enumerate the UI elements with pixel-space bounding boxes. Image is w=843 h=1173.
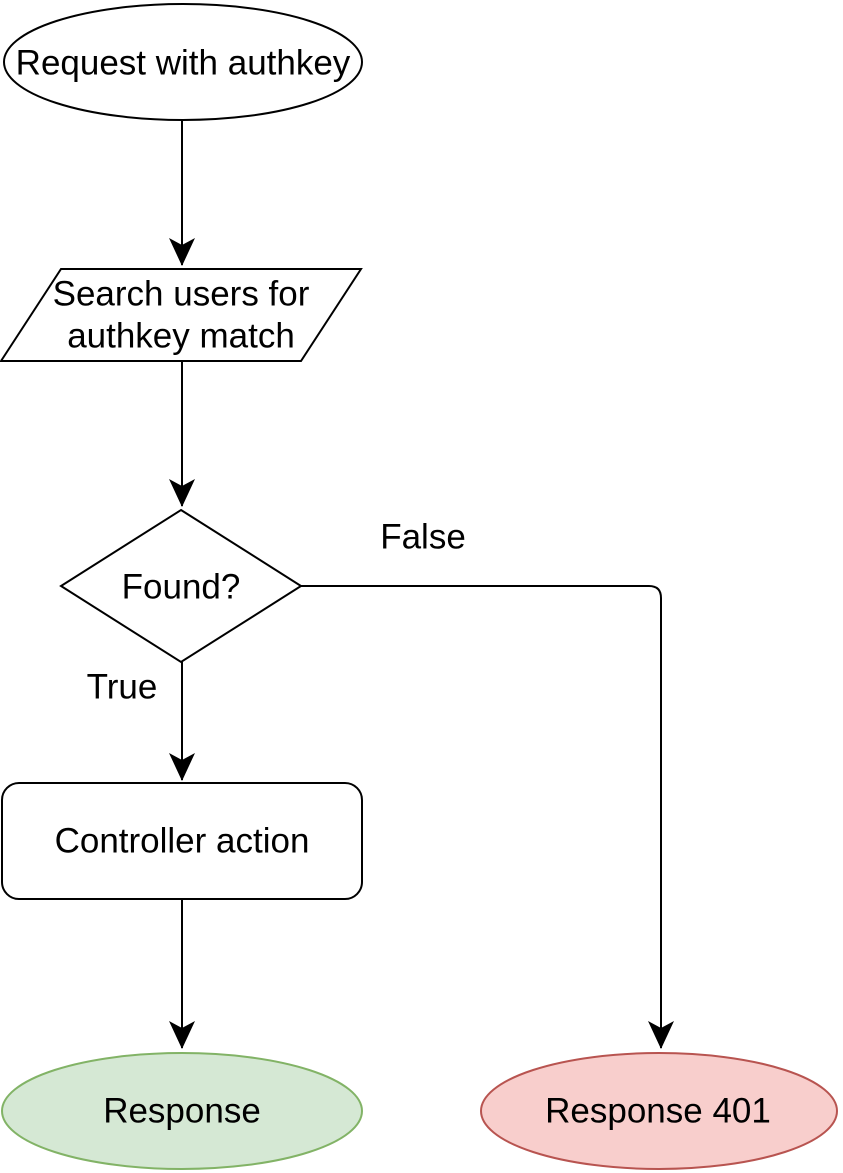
response-ok-node-label: Response: [103, 1092, 261, 1131]
controller-node: [1, 782, 363, 900]
decision-node: [59, 508, 303, 664]
response-401-node-label: Response 401: [545, 1092, 771, 1131]
search-node: [0, 268, 363, 362]
edge-decision-false-to-response-401: [301, 585, 674, 1049]
start-node: [3, 3, 363, 121]
decision-node-label: Found?: [122, 568, 241, 607]
search-node-label-line1: Search users for: [53, 275, 310, 314]
response-401-node: [480, 1052, 838, 1170]
edge-label-false: False: [380, 518, 466, 557]
start-node-label: Request with authkey: [16, 44, 351, 83]
edge-label-true: True: [87, 668, 158, 707]
response-ok-node: [1, 1052, 363, 1170]
controller-node-label: Controller action: [55, 822, 310, 861]
search-node-label-line2: authkey match: [67, 317, 295, 356]
